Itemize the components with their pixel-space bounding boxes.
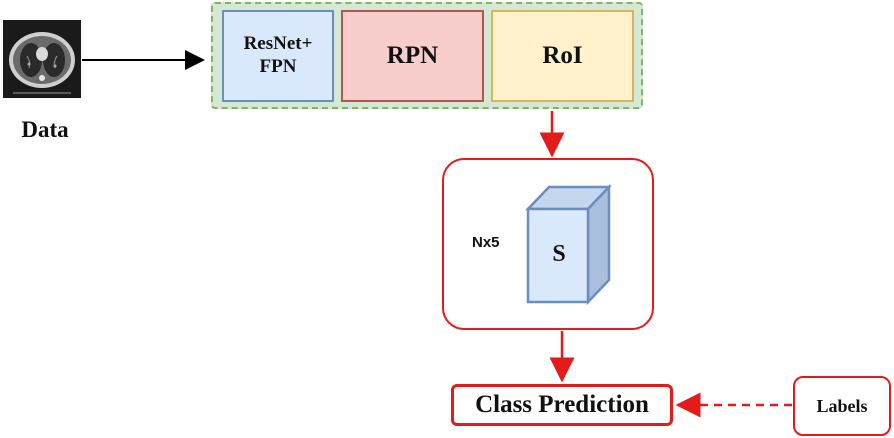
ct-scan-thumbnail (3, 20, 81, 98)
dimension-label: Nx5 (472, 234, 500, 251)
data-label: Data (21, 117, 69, 142)
resnet-label-line2: FPN (259, 56, 297, 77)
resnet-fpn-block: ResNet+ FPN (222, 10, 334, 102)
cube-label: S (552, 241, 566, 267)
feature-cube-icon (525, 183, 612, 306)
roi-label: RoI (542, 42, 583, 69)
class-prediction-box: Class Prediction (451, 384, 673, 426)
labels-label: Labels (816, 395, 868, 416)
rpn-block: RPN (341, 10, 484, 102)
class-prediction-label: Class Prediction (475, 391, 649, 418)
rpn-label: RPN (386, 42, 439, 69)
ct-lung-scan-icon (3, 20, 81, 98)
roi-block: RoI (491, 10, 634, 102)
labels-box: Labels (793, 376, 891, 436)
resnet-label-line1: ResNet+ (243, 33, 313, 55)
